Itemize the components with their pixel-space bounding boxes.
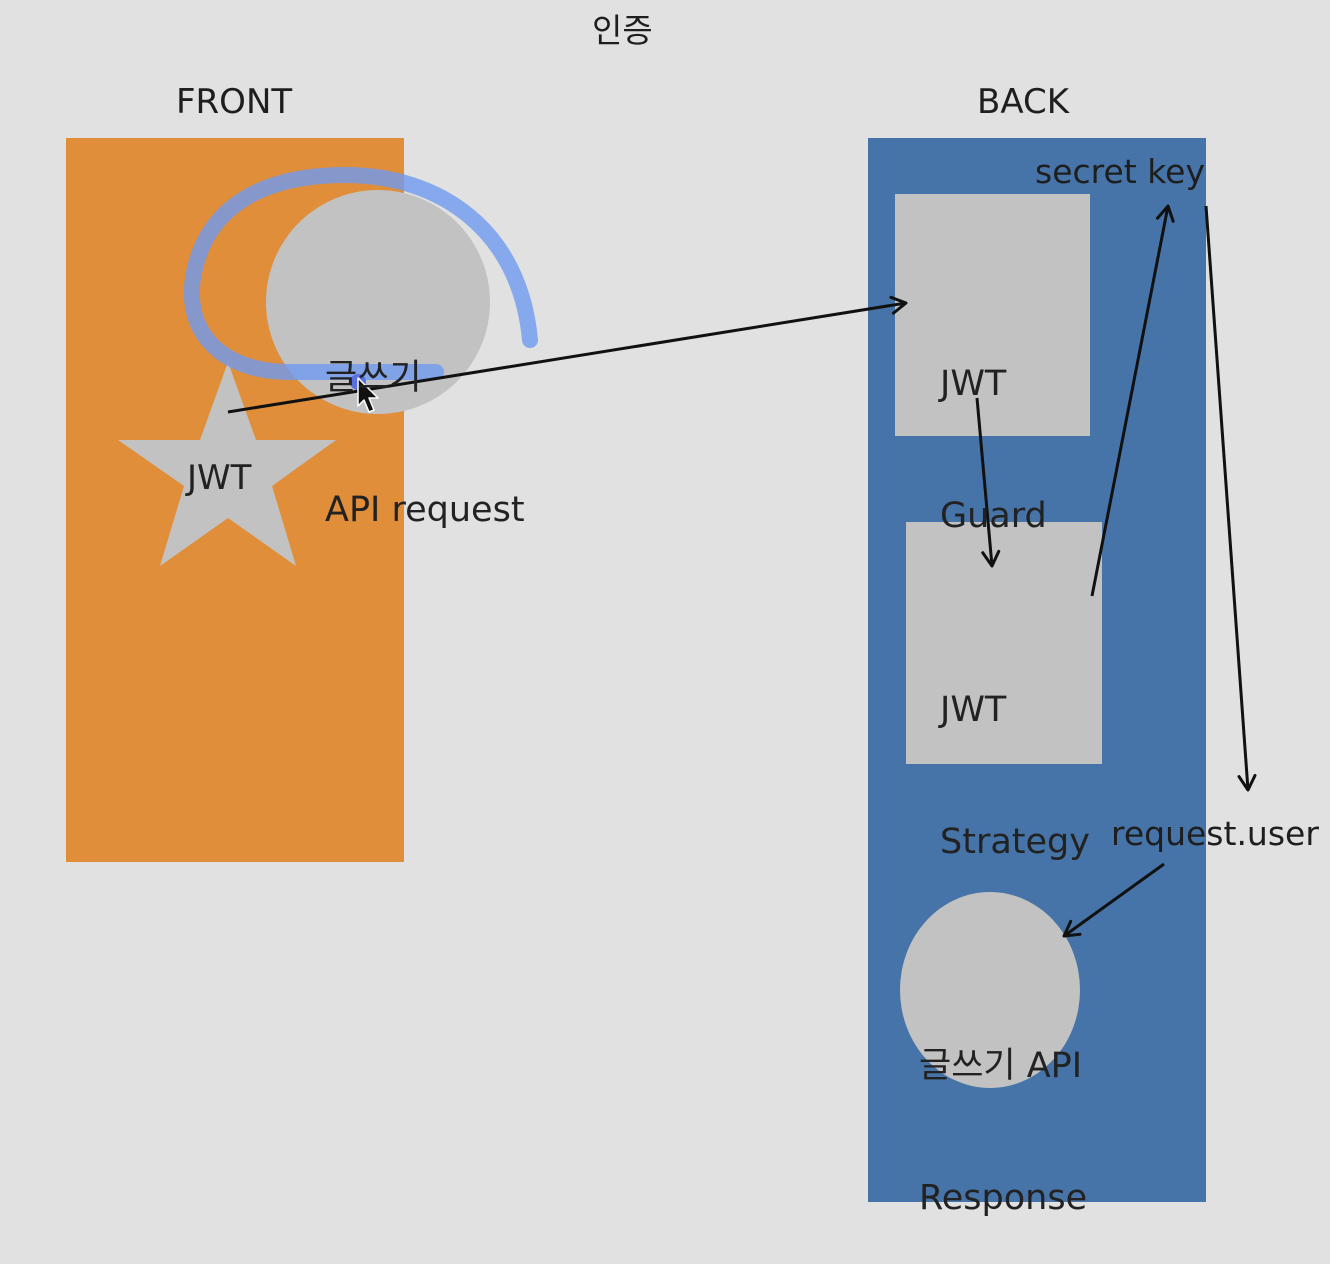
api-response-line2: Response (919, 1178, 1088, 1218)
auth-flow-diagram (66, 138, 1257, 1202)
api-request-line1: 글쓰기 (325, 358, 422, 398)
arrow-request-user-to-response (1062, 862, 1165, 938)
jwt-strategy-box (906, 522, 1102, 764)
api-response-circle (900, 892, 1080, 1088)
secret-key-label: secret key (1035, 152, 1205, 191)
arrow-request-to-guard (227, 295, 908, 414)
diagram-title: 인증 (592, 11, 653, 50)
mouse-cursor-icon (357, 377, 379, 413)
jwt-strategy-line1: JWT (940, 690, 1007, 730)
jwt-guard-line2: Guard (940, 496, 1047, 536)
front-heading: FRONT (176, 82, 293, 122)
jwt-guard-line1: JWT (940, 364, 1007, 404)
api-response-label: 글쓰기 API Response (919, 956, 1087, 1264)
highlight-scribble (183, 167, 538, 380)
jwt-strategy-label: JWT Strategy (940, 600, 1090, 908)
api-request-line2: API request (325, 490, 525, 530)
arrow-secret-key-to-request-user (1204, 205, 1257, 792)
api-response-line1: 글쓰기 API (919, 1046, 1083, 1086)
back-heading: BACK (977, 82, 1070, 122)
api-request-label: 글쓰기 API request (325, 268, 525, 576)
api-request-circle (266, 190, 490, 414)
jwt-guard-box (895, 194, 1090, 436)
jwt-token-star (118, 362, 336, 566)
jwt-star-label: JWT (187, 458, 252, 498)
request-user-label: request.user (1111, 814, 1319, 853)
jwt-guard-label: JWT Guard (940, 274, 1047, 582)
arrow-strategy-to-secret-key (1090, 204, 1175, 597)
arrow-guard-to-strategy (975, 397, 1001, 568)
jwt-strategy-line2: Strategy (940, 822, 1090, 862)
